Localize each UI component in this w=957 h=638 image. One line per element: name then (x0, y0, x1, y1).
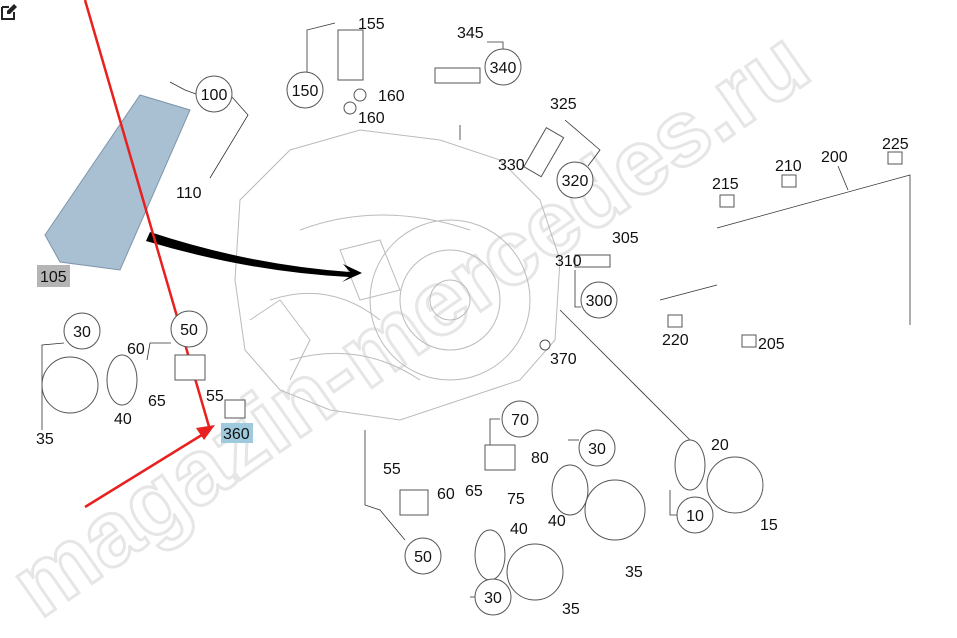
callout-150[interactable]: 150 (286, 71, 324, 109)
transmission-housing (234, 129, 561, 421)
callout-110: 110 (176, 185, 202, 202)
callout-40: 40 (510, 521, 528, 538)
edit-icon[interactable] (0, 3, 18, 21)
callout-225: 225 (882, 136, 909, 153)
callout-345: 345 (457, 25, 484, 42)
callout-70[interactable]: 70 (501, 400, 539, 438)
svg-text:10: 10 (686, 508, 704, 525)
highlight-360 (221, 423, 253, 443)
circled-callouts: 100 150 340 320 300 30 50 70 30 10 50 30 (63, 48, 714, 616)
callout-20: 20 (711, 437, 729, 454)
valve-body-part[interactable] (44, 94, 191, 271)
svg-text:150: 150 (292, 83, 319, 100)
callout-370: 370 (550, 351, 577, 368)
callout-50[interactable]: 50 (170, 310, 208, 348)
callout-300[interactable]: 300 (580, 281, 618, 319)
callout-30[interactable]: 30 (63, 312, 101, 350)
svg-text:300: 300 (586, 293, 613, 310)
callout-330: 330 (498, 157, 525, 174)
callout-80: 80 (531, 450, 549, 467)
callout-305: 305 (612, 230, 639, 247)
callout-360-selected: 360 (223, 426, 250, 443)
callout-65: 65 (465, 483, 483, 500)
callout-75: 75 (507, 491, 525, 508)
callout-10[interactable]: 10 (676, 496, 714, 534)
callout-210: 210 (775, 158, 802, 175)
callout-105: 105 (40, 269, 67, 286)
callout-205: 205 (758, 336, 785, 353)
callout-35: 35 (625, 564, 643, 581)
callout-55: 55 (206, 388, 224, 405)
svg-text:340: 340 (490, 60, 517, 77)
svg-text:100: 100 (201, 87, 228, 104)
callout-35: 35 (36, 431, 54, 448)
callout-200: 200 (821, 149, 848, 166)
svg-text:70: 70 (511, 412, 529, 429)
callout-60: 60 (127, 341, 145, 358)
svg-text:50: 50 (180, 322, 198, 339)
callout-30[interactable]: 30 (474, 578, 512, 616)
callout-160: 160 (358, 110, 385, 127)
callout-60: 60 (437, 486, 455, 503)
callout-160: 160 (378, 88, 405, 105)
callout-340[interactable]: 340 (484, 48, 522, 86)
svg-text:30: 30 (588, 441, 606, 458)
callout-310: 310 (555, 253, 582, 270)
callout-325: 325 (550, 96, 577, 113)
callout-100[interactable]: 100 (195, 75, 233, 113)
callout-65: 65 (148, 393, 166, 410)
black-arrow-icon (146, 232, 362, 282)
callout-155: 155 (358, 16, 385, 33)
callout-220: 220 (662, 332, 689, 349)
highlight-105 (37, 265, 70, 287)
small-parts (41, 29, 903, 601)
svg-text:50: 50 (414, 549, 432, 566)
callout-215: 215 (712, 176, 739, 193)
callout-40: 40 (548, 513, 566, 530)
red-arrowhead-icon (196, 425, 215, 440)
callout-55: 55 (383, 461, 401, 478)
callout-30[interactable]: 30 (578, 429, 616, 467)
plain-callouts[interactable]: 155 160 160 345 325 330 310 305 370 215 … (36, 16, 909, 618)
svg-text:30: 30 (73, 324, 91, 341)
callout-35: 35 (562, 601, 580, 618)
red-arrow-shaft (84, 431, 206, 509)
callout-40: 40 (114, 411, 132, 428)
svg-text:30: 30 (484, 590, 502, 607)
svg-text:320: 320 (562, 173, 589, 190)
callout-15: 15 (760, 517, 778, 534)
callout-320[interactable]: 320 (556, 161, 594, 199)
callout-50[interactable]: 50 (404, 537, 442, 575)
